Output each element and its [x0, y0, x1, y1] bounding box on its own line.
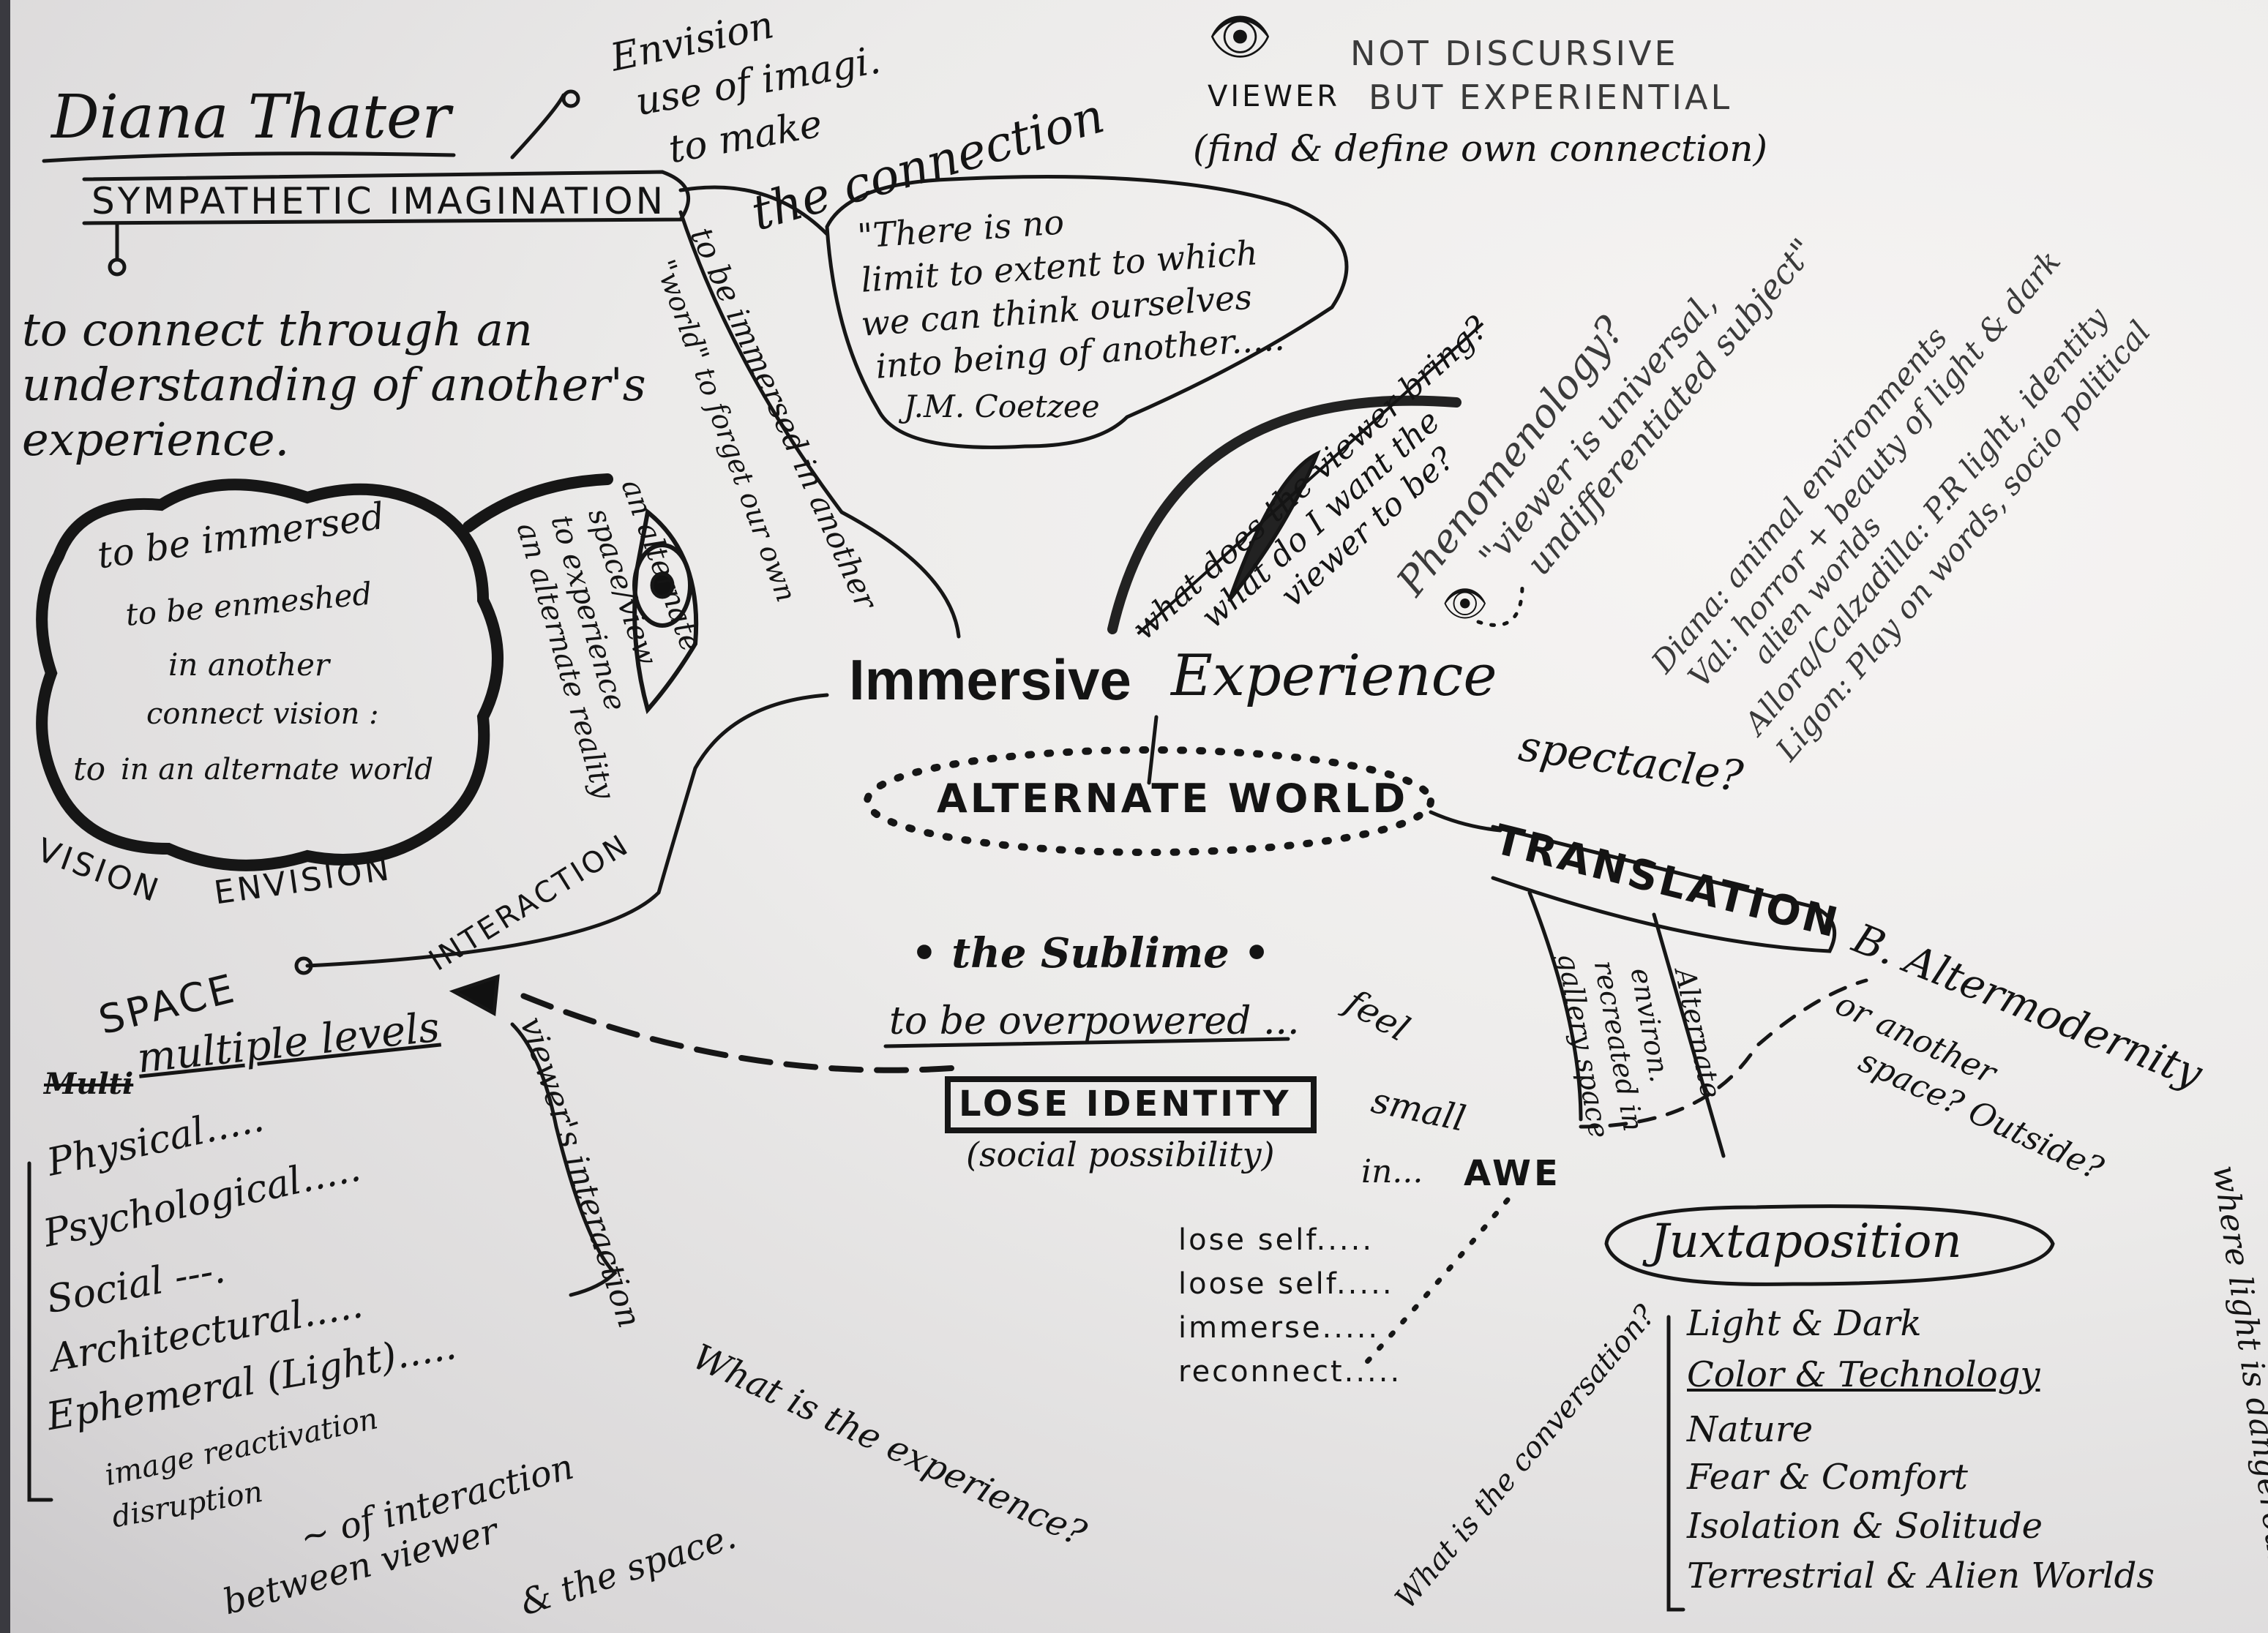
eye-icon: 👁 — [1208, 7, 1273, 67]
juxtaposition-oval — [1604, 1204, 2055, 1286]
sympathetic-to-quote — [678, 185, 829, 236]
node-dot — [108, 258, 127, 277]
alternate-world-oval — [864, 746, 1434, 856]
cloud-text: in another — [168, 647, 330, 683]
translation-to-juxtaposition — [1652, 912, 1726, 1158]
cloud-text: to — [73, 751, 106, 788]
immersive-to-alternate — [1147, 715, 1159, 785]
cloud-to-eye — [463, 473, 613, 533]
immersive-to-space — [305, 693, 829, 968]
juxtaposition-item: Terrestrial & Alien Worlds — [1687, 1555, 2155, 1596]
cloud-shape — [36, 478, 504, 871]
crossed-arc — [1107, 395, 1462, 634]
node-dot — [294, 956, 313, 975]
space-brace — [510, 1022, 618, 1297]
lose-identity-node: LOSE IDENTITY — [959, 1084, 1292, 1125]
definition-line: understanding of another's — [22, 358, 646, 411]
overpowered-text: to be overpowered ... — [889, 999, 1300, 1043]
outcome-item: reconnect..... — [1178, 1355, 1402, 1389]
immersed-branch-line — [678, 210, 961, 639]
definition-line: to connect through an — [22, 303, 533, 356]
quote-bubble — [825, 175, 1349, 449]
awe-text: AWE — [1464, 1153, 1561, 1194]
struck-word: Multi — [44, 1067, 134, 1101]
scribble-leaf — [1227, 449, 1321, 602]
environ-branch — [1527, 890, 1583, 1122]
social-possibility: (social possibility) — [966, 1135, 1275, 1174]
small-eye-icon: 👁 — [1442, 582, 1489, 625]
viewer-label: VIEWER — [1208, 80, 1341, 113]
juxtaposition-node: Juxtaposition — [1650, 1215, 1962, 1269]
lose-identity-box — [945, 1076, 1317, 1133]
awe-dots — [1358, 1197, 1511, 1371]
node-dot — [561, 89, 580, 108]
title: Diana Thater — [51, 83, 451, 152]
alternate-world-node: ALTERNATE WORLD — [937, 776, 1409, 822]
cloud-text: connect vision : — [146, 697, 379, 731]
alternate-to-translation — [1429, 810, 1502, 833]
juxtaposition-item: Light & Dark — [1687, 1303, 1922, 1344]
juxtaposition-item: Nature — [1687, 1409, 1814, 1450]
overpowered-underline — [883, 1037, 1290, 1048]
translation-box — [1491, 825, 1837, 953]
experience-title: Experience — [1171, 643, 1497, 709]
eye-pupil — [650, 571, 675, 599]
sympathetic-imagination-node: SYMPATHETIC IMAGINATION — [91, 180, 666, 222]
quote-author: J.M. Coetzee — [904, 388, 1100, 424]
viewer-detail: (find & define own connection) — [1193, 127, 1767, 170]
juxtaposition-item: Fear & Comfort — [1687, 1457, 1968, 1498]
sublime-node: • the Sublime • — [911, 929, 1270, 977]
but-experiential: BUT EXPERIENTIAL — [1369, 78, 1733, 117]
eye-iris — [632, 543, 692, 628]
dashed-arrow — [509, 988, 954, 1073]
levels-bracket — [27, 1161, 53, 1502]
in-text: in... — [1361, 1153, 1423, 1190]
immersive-title: Immersive — [849, 647, 1131, 712]
outcome-item: loose self..... — [1178, 1267, 1394, 1301]
definition-line: experience. — [22, 413, 290, 466]
outcome-item: immerse..... — [1178, 1311, 1380, 1345]
envision-connector — [510, 93, 566, 159]
juxtaposition-item: Isolation & Solitude — [1687, 1506, 2043, 1547]
translation-to-altermodernity-dashed — [1579, 978, 1868, 1129]
title-underline — [42, 151, 456, 163]
juxtaposition-bracket — [1666, 1315, 1685, 1612]
juxtaposition-item: Color & Technology — [1687, 1354, 2040, 1395]
not-discursive: NOT DISCURSIVE — [1350, 34, 1679, 73]
outcome-item: lose self..... — [1178, 1223, 1374, 1257]
cloud-text: in an alternate world — [121, 753, 434, 787]
arrowhead — [449, 974, 500, 1016]
